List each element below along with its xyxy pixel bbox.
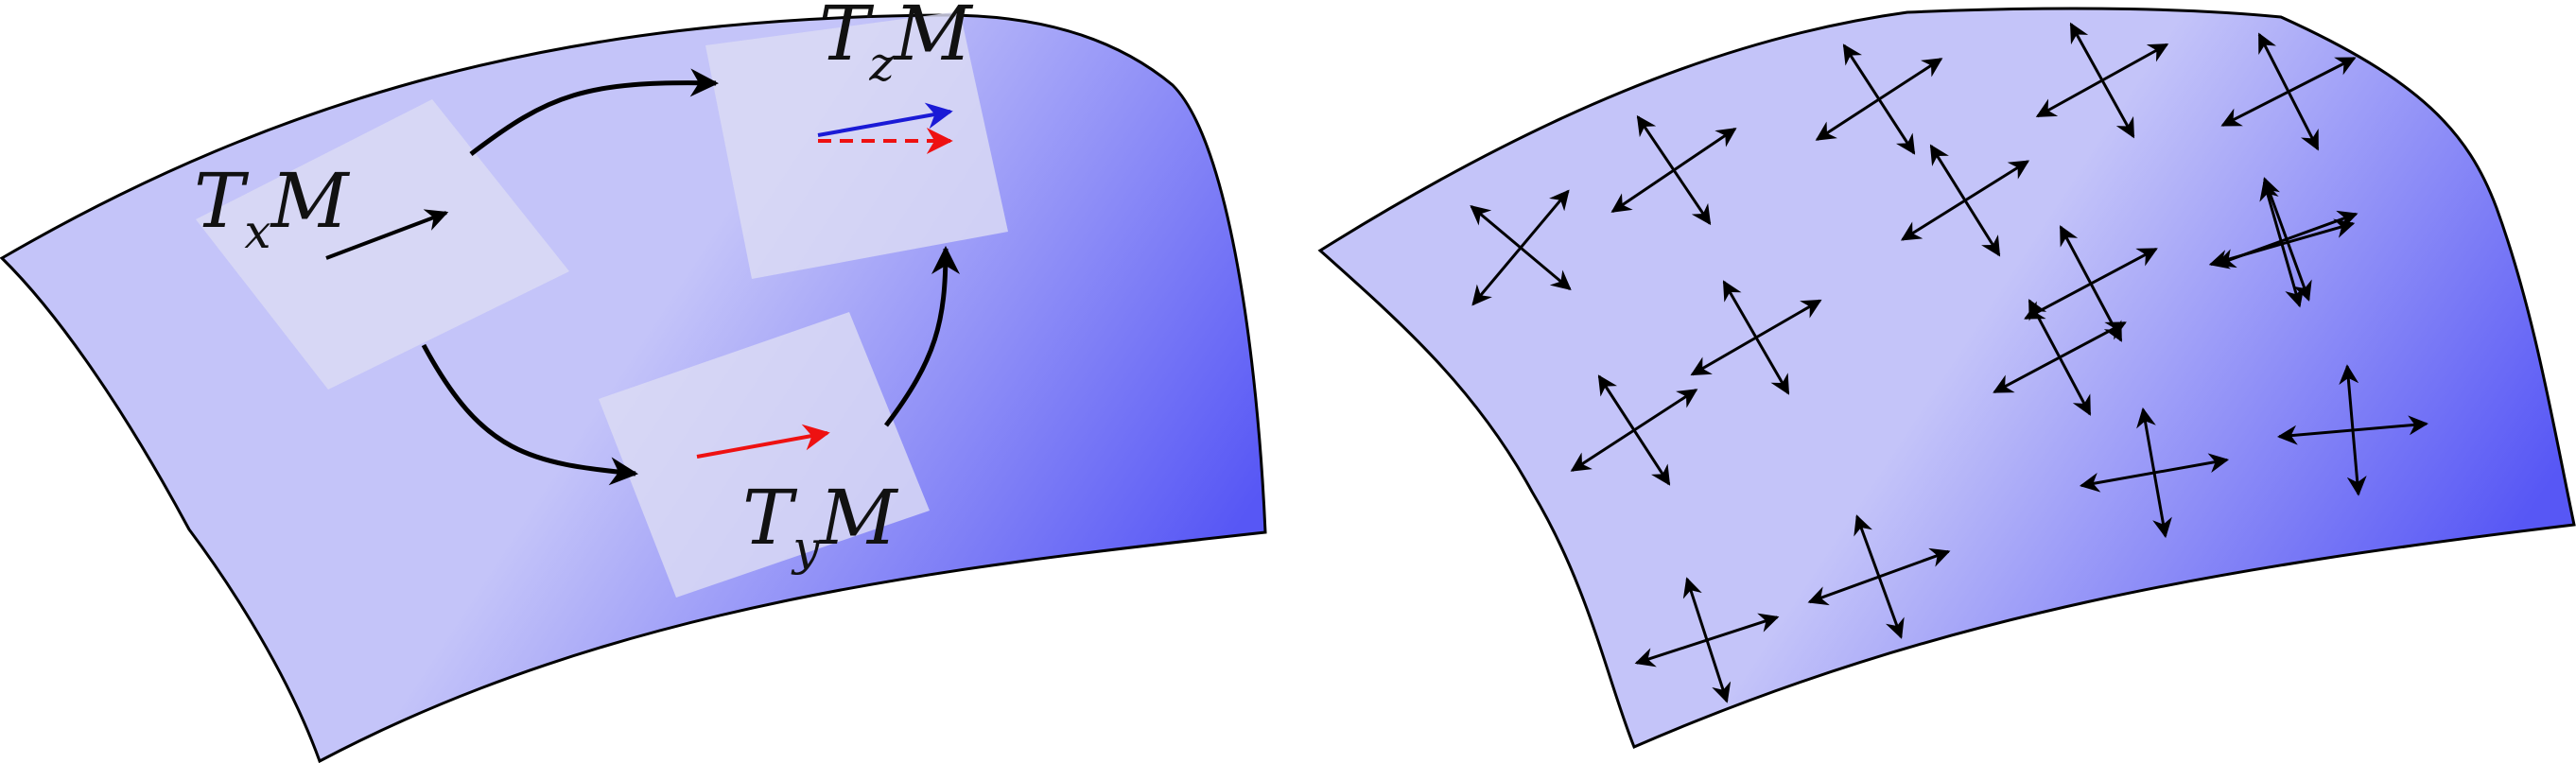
frame-axis-secondary (1570, 389, 1698, 472)
tangent-plane-x (196, 99, 569, 390)
frame-cross (1470, 189, 1572, 306)
frame-axis-secondary (2220, 57, 2357, 127)
frame-cross (1815, 43, 1943, 155)
transport-arrow-x-to-y (421, 343, 638, 486)
frame-axis-secondary (2035, 43, 2169, 118)
tangent-vector-z-transported (817, 102, 953, 137)
frame-cross (2079, 407, 2230, 539)
transport-arrow-y-to-z (884, 246, 960, 427)
frame-cross (1634, 577, 1780, 703)
frame-axis-secondary (1610, 128, 1737, 213)
frame-cross (1570, 374, 1698, 486)
frame-cross (1610, 114, 1737, 226)
frame-axis-secondary (1993, 321, 2127, 394)
tangent-vector-y (696, 424, 830, 459)
tangent-plane-y (599, 312, 930, 598)
left-panel: TxM TyM TzM (0, 0, 1267, 763)
frame-axis-secondary (1815, 58, 1943, 141)
frame-cross (2035, 22, 2169, 139)
transport-arrow-x-to-z (469, 68, 719, 156)
frame-cross (1993, 299, 2127, 416)
frame-axis-secondary (2215, 210, 2358, 269)
frame-axis-secondary (1690, 299, 1822, 376)
label-tangent-space-y: TyM (742, 474, 899, 576)
label-tangent-space-z: TzM (819, 0, 974, 92)
frame-axis-secondary (2277, 415, 2428, 445)
frame-axis-secondary (2079, 453, 2230, 493)
frame-cross (1900, 144, 2030, 257)
frame-cross (2277, 364, 2428, 496)
frame-cross (1807, 514, 1951, 639)
label-tangent-space-x: TxM (194, 157, 351, 259)
frame-cross (1690, 280, 1822, 395)
frame-axis-secondary (1471, 189, 1570, 306)
frame-cross (2215, 177, 2358, 302)
frame-axis-secondary (1900, 160, 2030, 241)
right-panel (1317, 7, 2576, 749)
frame-axis-secondary (1634, 613, 1780, 668)
tangent-plane-z (705, 11, 1008, 279)
manifold-surface-right (1317, 7, 2576, 749)
tangent-vector-x (325, 209, 449, 260)
frame-field (1470, 22, 2428, 703)
frame-cross (2220, 32, 2357, 151)
frame-axis-secondary (1807, 547, 1951, 606)
